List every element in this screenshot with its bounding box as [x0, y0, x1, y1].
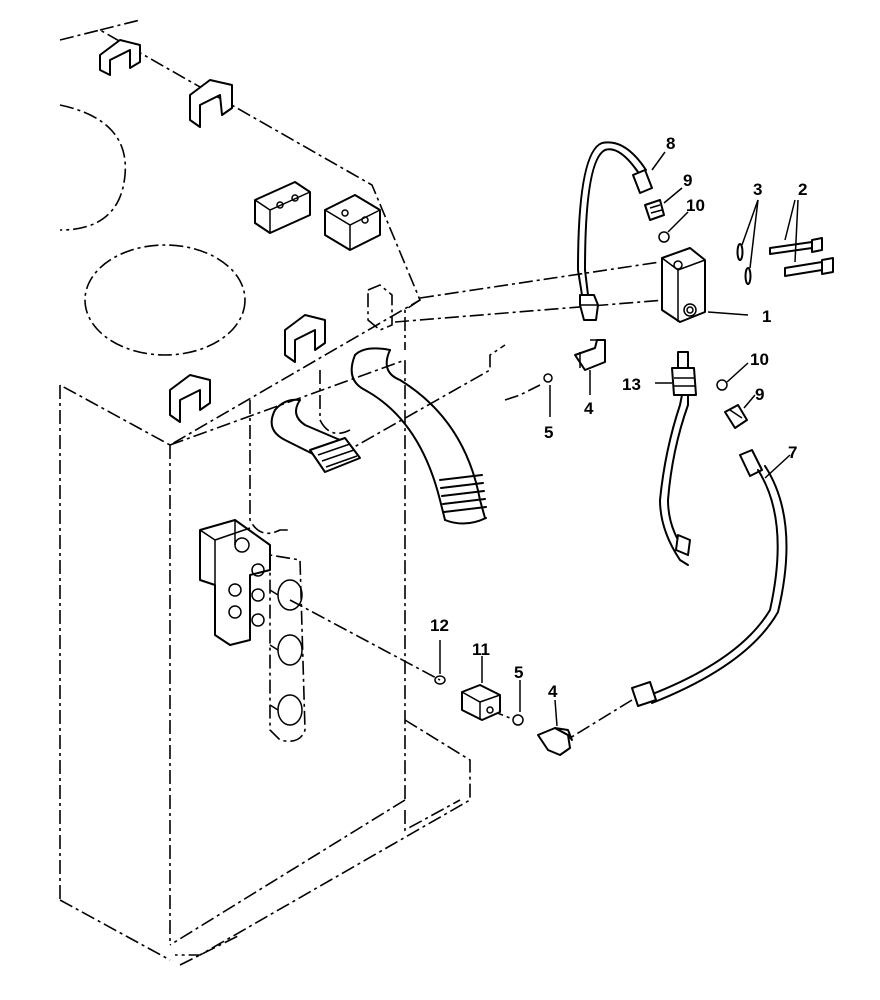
- part-3-washers: [736, 243, 752, 285]
- callout-13: 13: [622, 375, 641, 394]
- tank-ports: [269, 579, 303, 726]
- callout-2: 2: [798, 180, 807, 199]
- part-13-pressure-switch: [659, 351, 697, 566]
- part-10-orings: [658, 231, 728, 391]
- part-2-bolts: [769, 237, 834, 277]
- part-4-elbow-lower: [537, 727, 573, 756]
- mounting-bracket-3: [284, 314, 326, 363]
- phantom-sensor-block: [367, 284, 393, 331]
- mounting-block-1: [254, 181, 311, 234]
- callout-3: 3: [753, 180, 762, 199]
- mounting-bracket-2: [189, 79, 233, 128]
- callout-4-upper: 4: [584, 399, 594, 418]
- callout-12: 12: [430, 616, 449, 635]
- callout-9-lower: 9: [755, 385, 764, 404]
- callout-9-upper: 9: [683, 171, 692, 190]
- part-11-fitting: [461, 684, 501, 721]
- callout-leaders: [439, 151, 799, 727]
- callout-labels: 1 2 3 4 4 5 5 7 8 9 9 10 10 11 12 13: [430, 134, 807, 701]
- mounting-block-2: [324, 194, 381, 251]
- part-4-elbow-upper: [574, 339, 606, 371]
- part-1-block: [661, 247, 706, 323]
- callout-11: 11: [472, 640, 490, 659]
- callout-1: 1: [762, 307, 771, 326]
- callout-8: 8: [666, 134, 675, 153]
- callout-5-lower: 5: [514, 663, 523, 682]
- mounting-bracket-4: [169, 374, 211, 423]
- callout-4-lower: 4: [548, 682, 558, 701]
- callout-10-upper: 10: [686, 196, 705, 215]
- part-12-oring: [434, 675, 446, 685]
- callout-10-lower: 10: [750, 350, 769, 369]
- side-manifold-block: [199, 519, 271, 646]
- callout-7: 7: [788, 443, 797, 462]
- part-5-orings: [512, 373, 553, 726]
- return-hose-with-clamp: [270, 398, 361, 473]
- callout-5-upper: 5: [544, 423, 553, 442]
- suction-hose-corrugated: [350, 347, 487, 525]
- part-8-hose: [577, 141, 653, 321]
- part-9-fitting-lower: [724, 404, 748, 429]
- part-9-fitting-upper: [644, 199, 665, 221]
- part-7-hose: [569, 449, 788, 739]
- hydraulic-tank-outline: [59, 19, 666, 966]
- mounting-bracket-1: [99, 39, 141, 76]
